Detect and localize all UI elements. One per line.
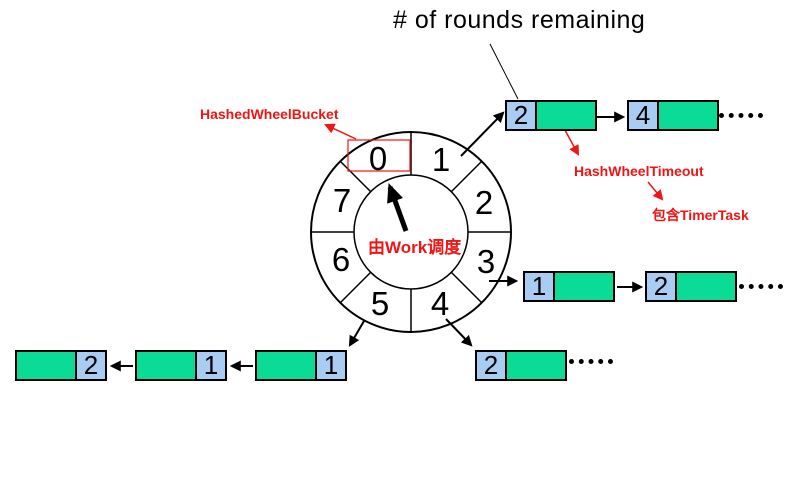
diagram-title: # of rounds remaining	[393, 6, 646, 34]
wheel-bucket-6: 6	[331, 241, 351, 278]
rounds-remaining-cell: 2	[647, 271, 677, 301]
title-pointer-line	[489, 43, 519, 100]
rounds-remaining-cell: 1	[195, 350, 225, 380]
wheel-bucket-3: 3	[476, 243, 496, 280]
rounds-value: 1	[203, 350, 219, 380]
timeout-node: 2	[475, 350, 567, 381]
rounds-value: 2	[653, 271, 669, 301]
arrow-to-timertask-label	[647, 181, 664, 201]
arrow-bucket1-to-chain	[460, 111, 505, 157]
hashed-wheel-bucket-label: HashedWheelBucket	[200, 106, 339, 122]
timer-task-cell	[537, 102, 595, 129]
timeout-node: 2	[505, 100, 597, 131]
timer-task-cell	[17, 352, 75, 379]
wheel-bucket-0: 0	[368, 140, 388, 177]
wheel-inner-circle	[353, 174, 469, 290]
rounds-remaining-cell: 2	[507, 100, 537, 130]
timer-task-cell	[257, 352, 315, 379]
rounds-remaining-cell: 2	[477, 350, 507, 380]
wheel-spokes	[311, 132, 511, 332]
arrow-bucket5-to-chain	[348, 320, 365, 347]
hash-wheel-timeout-label: HashWheelTimeout	[574, 163, 704, 179]
wheel-bucket-7: 7	[332, 182, 352, 219]
rounds-value: 1	[323, 350, 339, 380]
scheduled-by-worker-label: 由Work调度	[368, 238, 462, 257]
wheel-bucket-5: 5	[370, 285, 390, 322]
rounds-remaining-cell: 4	[629, 100, 659, 130]
rounds-remaining-cell: 1	[315, 350, 345, 380]
rounds-value: 1	[531, 271, 547, 301]
rounds-value: 2	[83, 350, 99, 380]
timeout-node: 4	[627, 100, 719, 131]
wheel-bucket-4: 4	[430, 285, 450, 322]
timer-task-cell	[555, 273, 613, 300]
chain-continues-dots	[569, 359, 613, 364]
timer-task-cell	[677, 273, 735, 300]
timeout-node: 2	[645, 271, 737, 302]
wheel-bucket-1: 1	[431, 141, 451, 178]
timer-task-cell	[659, 102, 717, 129]
arrow-bucket4-to-chain	[445, 318, 473, 347]
worker-tick-arrow	[387, 183, 409, 232]
rounds-remaining-cell: 2	[75, 350, 105, 380]
timeout-node: 1	[255, 350, 347, 381]
contains-timer-task-label: 包含TimerTask	[652, 207, 749, 223]
highlighted-bucket-frame	[347, 139, 411, 172]
wheel-bucket-2: 2	[474, 184, 494, 221]
timeout-node: 1	[135, 350, 227, 381]
chain-continues-dots	[739, 284, 783, 289]
rounds-value: 4	[635, 100, 651, 130]
rounds-remaining-cell: 1	[525, 271, 555, 301]
rounds-value: 2	[483, 350, 499, 380]
timeout-node: 2	[15, 350, 107, 381]
timer-task-cell	[507, 352, 565, 379]
timer-task-cell	[137, 352, 195, 379]
arrow-to-bucket-label	[324, 123, 357, 140]
timeout-node: 1	[523, 271, 615, 302]
rounds-value: 2	[513, 100, 529, 130]
chain-continues-dots	[719, 113, 763, 118]
